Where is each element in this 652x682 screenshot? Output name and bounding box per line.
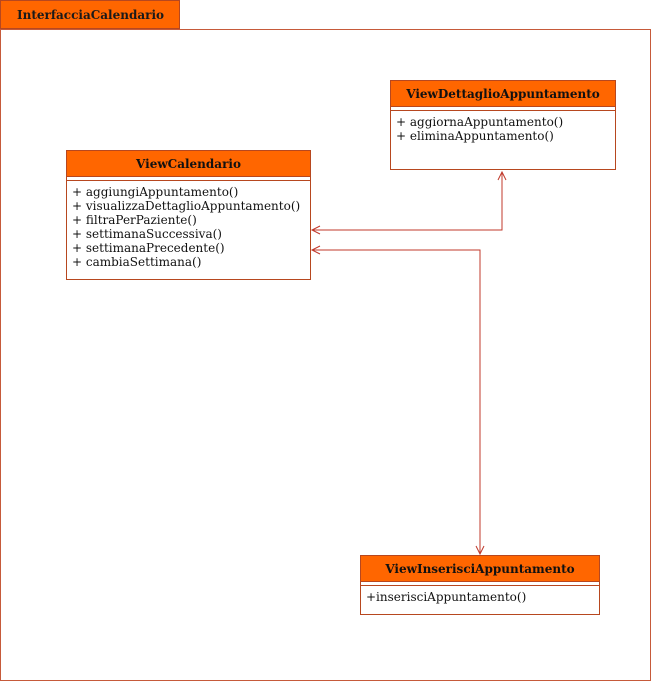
attributes-compartment [67,177,310,181]
operations-compartment: +inserisciAppuntamento() [361,586,599,608]
class-view-calendario[interactable]: ViewCalendario + aggiungiAppuntamento() … [66,150,311,280]
attributes-compartment [361,582,599,586]
package-tab: InterfacciaCalendario [0,0,180,29]
operation: + aggiornaAppuntamento() [396,115,564,129]
operation: + cambiaSettimana() [72,255,202,269]
operation: + aggiungiAppuntamento() [72,185,239,199]
operation: + settimanaSuccessiva() [72,227,222,241]
operation: + visualizzaDettaglioAppuntamento() [72,199,301,213]
operation: + settimanaPrecedente() [72,241,225,255]
class-name: ViewDettaglioAppuntamento [391,81,615,107]
operation: +inserisciAppuntamento() [366,590,527,604]
class-name: ViewCalendario [67,151,310,177]
class-name: ViewInserisciAppuntamento [361,556,599,582]
attributes-compartment [391,107,615,111]
operations-compartment: + aggiornaAppuntamento() + eliminaAppunt… [391,111,615,147]
operation: + filtraPerPaziente() [72,213,197,227]
operation: + eliminaAppuntamento() [396,129,554,143]
class-view-dettaglio-appuntamento[interactable]: ViewDettaglioAppuntamento + aggiornaAppu… [390,80,616,170]
operations-compartment: + aggiungiAppuntamento() + visualizzaDet… [67,181,310,273]
package-frame [0,29,651,681]
class-view-inserisci-appuntamento[interactable]: ViewInserisciAppuntamento +inserisciAppu… [360,555,600,615]
